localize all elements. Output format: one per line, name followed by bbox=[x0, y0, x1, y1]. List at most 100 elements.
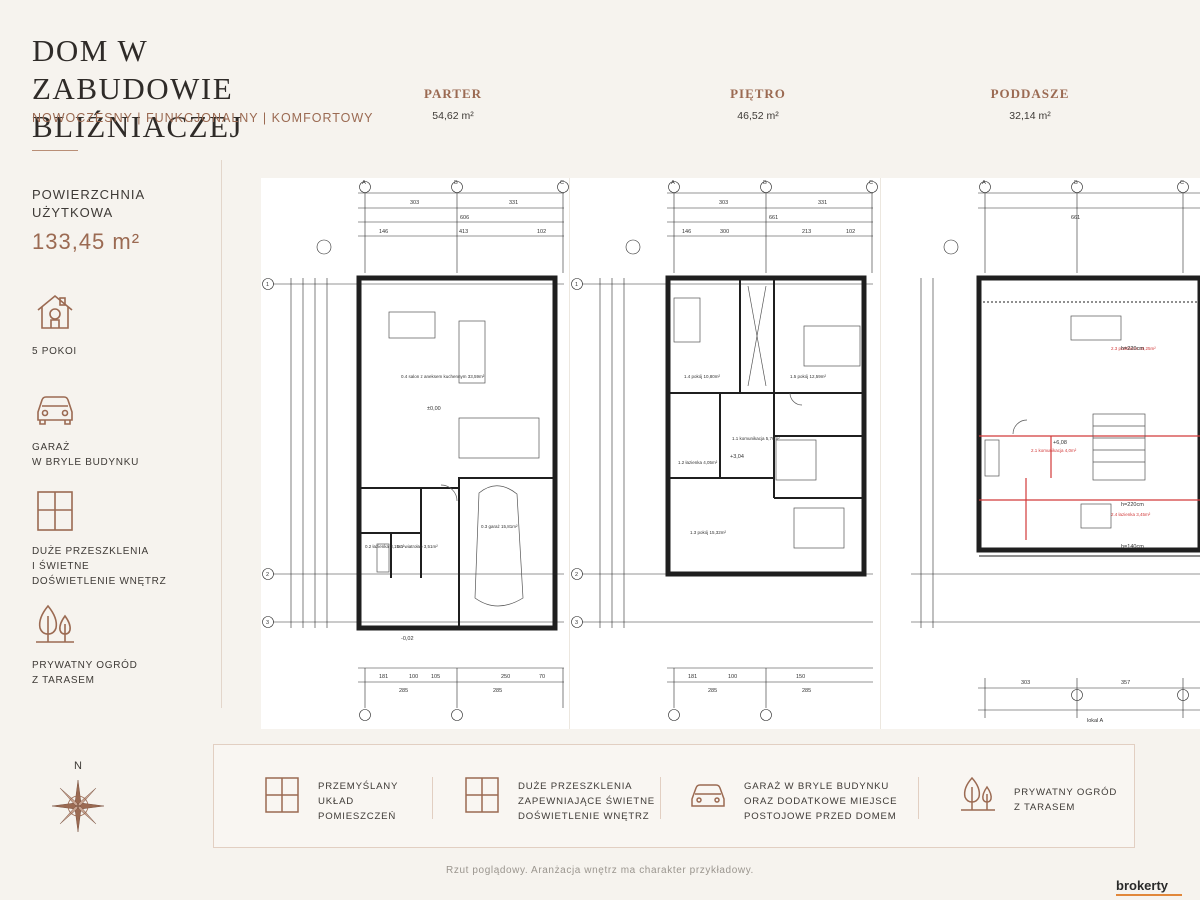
dimension-label: 102 bbox=[537, 229, 546, 235]
svg-text:3: 3 bbox=[266, 620, 269, 626]
level-marker: +6,08 bbox=[1053, 440, 1067, 446]
brand-logo: brokerty bbox=[1116, 878, 1169, 893]
svg-text:B: B bbox=[1074, 180, 1078, 186]
dimension-label: 100 bbox=[409, 674, 418, 680]
level-marker: -0,02 bbox=[401, 636, 414, 642]
compass-rose-icon bbox=[51, 779, 105, 833]
feature-rooms-label: 5 POKOI bbox=[32, 346, 77, 357]
svg-text:C: C bbox=[869, 180, 873, 186]
dimension-label: 285 bbox=[493, 688, 502, 694]
feature-garden-label: PRYWATNY OGRÓD Z TARASEM bbox=[32, 660, 138, 686]
floor-header-pietro: PIĘTRO 46,52 m² bbox=[688, 86, 828, 122]
trees-icon bbox=[36, 604, 74, 643]
floor-header-poddasze: PODDASZE 32,14 m² bbox=[960, 86, 1100, 122]
benefit-divider bbox=[432, 777, 433, 819]
floor-area: 46,52 m² bbox=[737, 110, 779, 122]
room-label: 0.3 garaż 15,81m² bbox=[481, 524, 518, 529]
dimension-label: 285 bbox=[802, 688, 811, 694]
floor-header-parter: PARTER 54,62 m² bbox=[383, 86, 523, 122]
room-label: 0.2 łazienka 3,15m² bbox=[365, 544, 405, 549]
svg-text:A: A bbox=[982, 180, 986, 186]
floor-name: PODDASZE bbox=[990, 86, 1070, 101]
feature-garage: GARAŻ W BRYLE BUDYNKU bbox=[32, 384, 212, 470]
floor-area: 32,14 m² bbox=[1009, 110, 1051, 122]
height-label: h=220cm bbox=[1121, 502, 1144, 508]
benefit-windows: DUŻE PRZESZKLENIA ZAPEWNIAJĄCE ŚWIETNE D… bbox=[462, 745, 662, 849]
dimension-label: 181 bbox=[379, 674, 388, 680]
dimension-label: 331 bbox=[509, 200, 518, 206]
height-label: h=220cm bbox=[1121, 346, 1144, 352]
svg-text:3: 3 bbox=[575, 620, 578, 626]
benefit-layout: PRZEMYŚLANY UKŁAD POMIESZCZEŃ bbox=[262, 745, 442, 849]
sidebar-divider bbox=[221, 160, 222, 708]
plan-separator bbox=[569, 178, 570, 729]
room-label: 2.4 łazienka 3,45m² bbox=[1111, 512, 1151, 517]
dimension-label: 100 bbox=[728, 674, 737, 680]
trees-icon bbox=[961, 776, 995, 811]
dimension-label: 606 bbox=[460, 215, 469, 221]
benefits-bar: PRZEMYŚLANY UKŁAD POMIESZCZEŃ DUŻE PRZES… bbox=[213, 744, 1135, 848]
benefit-text: PRZEMYŚLANY UKŁAD POMIESZCZEŃ bbox=[318, 781, 399, 822]
feature-windows: DUŻE PRZESZKLENIA I ŚWIETNE DOŚWIETLENIE… bbox=[32, 488, 212, 589]
feature-garden: PRYWATNY OGRÓD Z TARASEM bbox=[32, 602, 212, 688]
dimension-label: 146 bbox=[682, 229, 691, 235]
dimension-label: 250 bbox=[501, 674, 510, 680]
feature-rooms: 5 POKOI bbox=[32, 288, 212, 359]
page-title: DOM W ZABUDOWIE BLIŹNIACZEJ bbox=[32, 33, 244, 144]
svg-text:1: 1 bbox=[266, 282, 269, 288]
benefit-divider bbox=[918, 777, 919, 819]
room-label: 1.3 pokój 15,32m² bbox=[690, 530, 727, 535]
feature-garage-label: GARAŻ W BRYLE BUDYNKU bbox=[32, 442, 140, 468]
brand-underline bbox=[1116, 894, 1182, 896]
title-divider bbox=[32, 150, 78, 151]
dimension-label: 303 bbox=[410, 200, 419, 206]
room-label: 0.4 salon z aneksem kuchennym 33,59m² bbox=[401, 374, 485, 379]
svg-text:C: C bbox=[1180, 180, 1184, 186]
room-label: 2.3 poddasze 20,25m² bbox=[1111, 346, 1156, 351]
benefit-divider bbox=[660, 777, 661, 819]
unit-label: lokal A bbox=[1087, 718, 1104, 724]
dimension-label: 146 bbox=[379, 229, 388, 235]
feature-windows-label: DUŻE PRZESZKLENIA I ŚWIETNE DOŚWIETLENIE… bbox=[32, 546, 167, 587]
height-label: h=140cm bbox=[1121, 544, 1144, 550]
svg-text:B: B bbox=[763, 180, 767, 186]
benefit-garage: GARAŻ W BRYLE BUDYNKU ORAZ DODATKOWE MIE… bbox=[688, 745, 908, 849]
svg-text:2: 2 bbox=[266, 572, 269, 578]
floor-name: PIĘTRO bbox=[730, 86, 786, 101]
benefit-text: PRYWATNY OGRÓD Z TARASEM bbox=[1014, 787, 1118, 813]
dimension-label: 300 bbox=[720, 229, 729, 235]
dimension-label: 331 bbox=[818, 200, 827, 206]
dimension-label: 285 bbox=[708, 688, 717, 694]
svg-text:1: 1 bbox=[575, 282, 578, 288]
room-label: 1.5 pokój 12,59m² bbox=[790, 374, 827, 379]
room-label: 2.1 komunikacja 4,0m² bbox=[1031, 448, 1077, 453]
dimension-label: 150 bbox=[796, 674, 805, 680]
plan-separator bbox=[880, 178, 881, 729]
dimension-label: 357 bbox=[1121, 680, 1130, 686]
svg-text:B: B bbox=[454, 180, 458, 186]
floor-name: PARTER bbox=[423, 86, 483, 101]
room-label: 1.2 łazienka 4,05m² bbox=[678, 460, 718, 465]
dimension-label: 303 bbox=[719, 200, 728, 206]
dimension-label: 413 bbox=[459, 229, 468, 235]
level-marker: ±0,00 bbox=[427, 406, 441, 412]
room-label: 1.4 pokój 10,80m² bbox=[684, 374, 721, 379]
window-icon bbox=[37, 491, 73, 531]
svg-text:2: 2 bbox=[575, 572, 578, 578]
car-icon bbox=[691, 784, 725, 807]
dimension-label: 102 bbox=[846, 229, 855, 235]
disclaimer-text: Rzut poglądowy. Aranżacja wnętrz ma char… bbox=[446, 865, 754, 876]
page-subtitle: NOWOCZESNY | FUNKCJONALNY | KOMFORTOWY bbox=[32, 111, 374, 125]
window-icon bbox=[465, 777, 499, 813]
svg-text:C: C bbox=[560, 180, 564, 186]
benefit-text: DUŻE PRZESZKLENIA ZAPEWNIAJĄCE ŚWIETNE D… bbox=[518, 781, 655, 822]
svg-text:A: A bbox=[362, 180, 366, 186]
svg-text:A: A bbox=[671, 180, 675, 186]
house-icon bbox=[37, 294, 73, 329]
window-icon bbox=[265, 777, 299, 813]
usable-area-value: 133,45 m² bbox=[32, 229, 141, 254]
